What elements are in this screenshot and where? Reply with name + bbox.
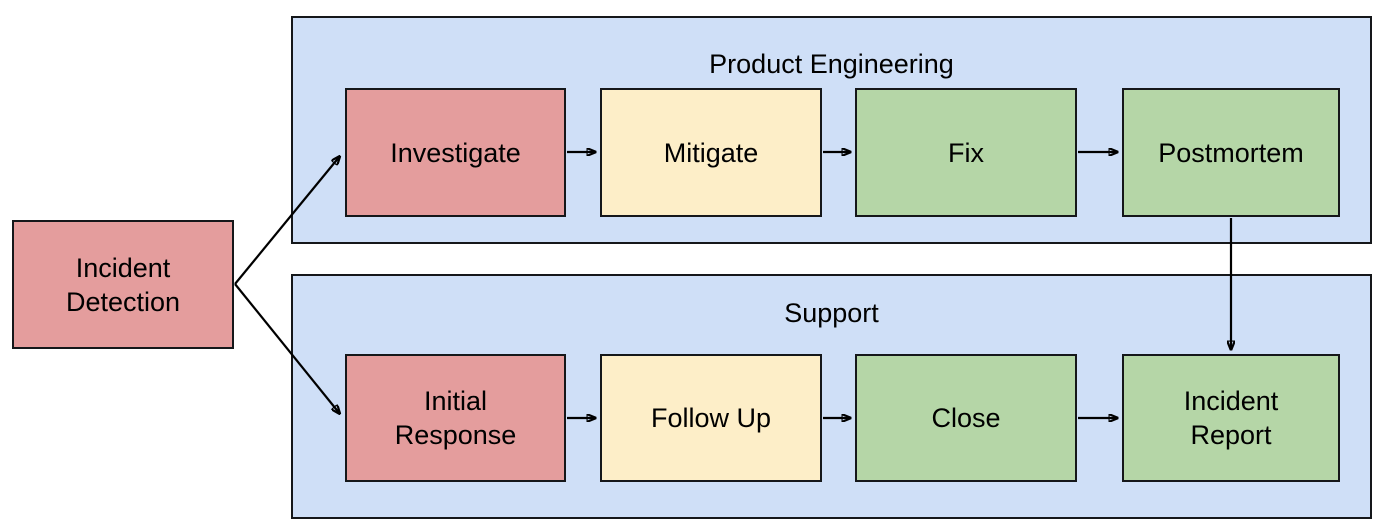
- node-initial-response[interactable]: Initial Response: [345, 354, 566, 482]
- node-label: Incident Report: [1183, 386, 1279, 450]
- node-label: Incident Detection: [65, 252, 181, 317]
- node-follow-up[interactable]: Follow Up: [600, 354, 822, 482]
- node-label: Close: [931, 403, 1001, 433]
- node-close[interactable]: Close: [855, 354, 1077, 482]
- node-postmortem[interactable]: Postmortem: [1122, 88, 1340, 217]
- node-mitigate[interactable]: Mitigate: [600, 88, 822, 217]
- node-label: Initial Response: [394, 386, 517, 450]
- node-investigate[interactable]: Investigate: [345, 88, 566, 217]
- node-label: Fix: [948, 137, 984, 168]
- node-label: Investigate: [390, 137, 521, 168]
- node-fix[interactable]: Fix: [855, 88, 1077, 217]
- swimlane-title: Product Engineering: [709, 49, 954, 79]
- node-label: Follow Up: [650, 403, 772, 433]
- swimlane-title: Support: [784, 298, 879, 328]
- node-label: Postmortem: [1158, 137, 1304, 168]
- node-incident-report[interactable]: Incident Report: [1122, 354, 1340, 482]
- node-label: Mitigate: [663, 137, 759, 168]
- node-incident-detection[interactable]: Incident Detection: [12, 220, 234, 349]
